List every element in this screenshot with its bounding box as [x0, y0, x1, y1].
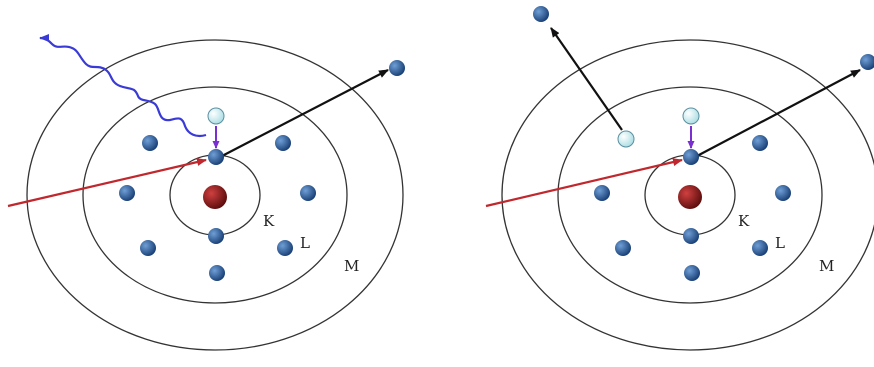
electron: [142, 135, 158, 151]
vacancy: [682, 107, 700, 125]
nucleus: [203, 185, 227, 209]
electron: [683, 228, 699, 244]
electron: [208, 149, 224, 165]
shell-label-l: L: [300, 234, 310, 252]
shell-m-ring: [501, 39, 874, 351]
electron: [683, 149, 699, 165]
electron: [208, 228, 224, 244]
ejected-electron: [860, 54, 874, 70]
electron: [752, 240, 768, 256]
shell-label-m: M: [819, 257, 834, 275]
incident-particle-arrow: [7, 158, 207, 208]
vacancy: [617, 130, 635, 148]
shell-l-ring: [557, 86, 823, 304]
electron: [209, 265, 225, 281]
electron: [594, 185, 610, 201]
ejected-electron-arrow: [221, 69, 389, 157]
electron: [140, 240, 156, 256]
ejected-electron: [389, 60, 405, 76]
atom-right: K L M: [485, 6, 874, 351]
electron: [277, 240, 293, 256]
nucleus: [678, 185, 702, 209]
auger-electron-arrow: [550, 27, 623, 131]
vacancy: [207, 107, 225, 125]
electron: [119, 185, 135, 201]
shell-l-ring: [82, 86, 348, 304]
electron: [275, 135, 291, 151]
shell-label-m: M: [344, 257, 359, 275]
atom-left: K L M: [7, 34, 405, 351]
shell-label-k: K: [263, 212, 275, 230]
shell-label-l: L: [775, 234, 785, 252]
electron: [615, 240, 631, 256]
shell-label-k: K: [738, 212, 750, 230]
electron: [752, 135, 768, 151]
electron: [300, 185, 316, 201]
auger-electron: [533, 6, 549, 22]
electron: [684, 265, 700, 281]
shell-m-ring: [26, 39, 404, 351]
photon-wave: [39, 34, 207, 138]
incident-particle-arrow: [485, 158, 683, 208]
electron: [775, 185, 791, 201]
ejected-electron-arrow: [696, 69, 861, 157]
